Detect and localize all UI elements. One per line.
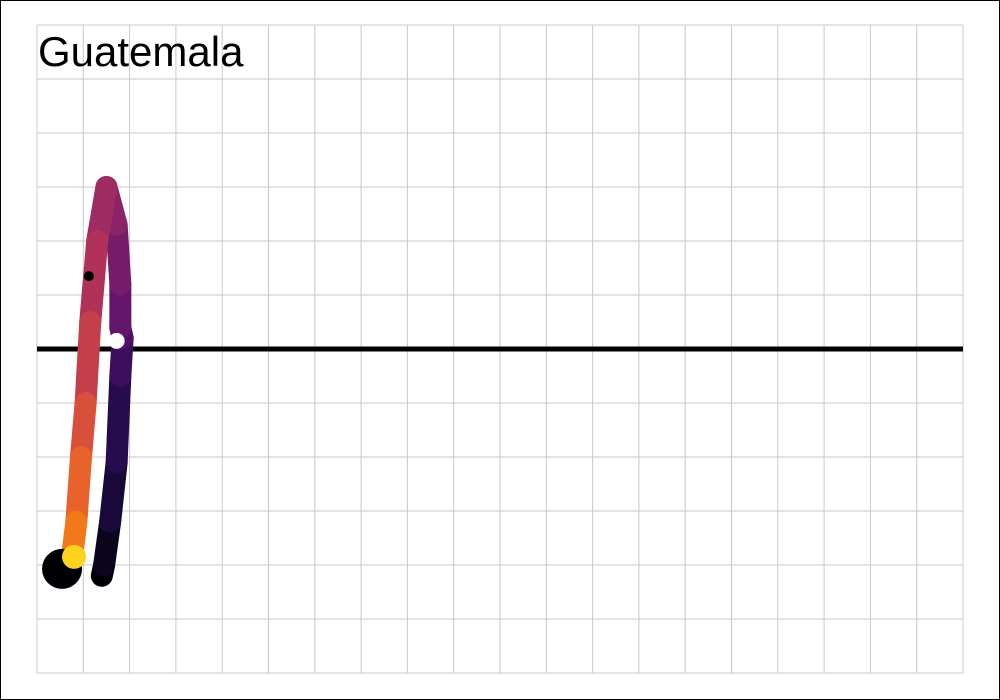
- trajectory-segment: [74, 311, 102, 414]
- trajectory-path: [58, 176, 134, 587]
- marker-point: [83, 271, 94, 282]
- trajectory-segment: [79, 230, 109, 333]
- end-point: [108, 332, 125, 349]
- chart-title: Guatemala: [38, 28, 244, 75]
- start-point: [62, 544, 87, 569]
- trajectory-segment: [105, 365, 132, 474]
- trajectory-points: [42, 271, 125, 589]
